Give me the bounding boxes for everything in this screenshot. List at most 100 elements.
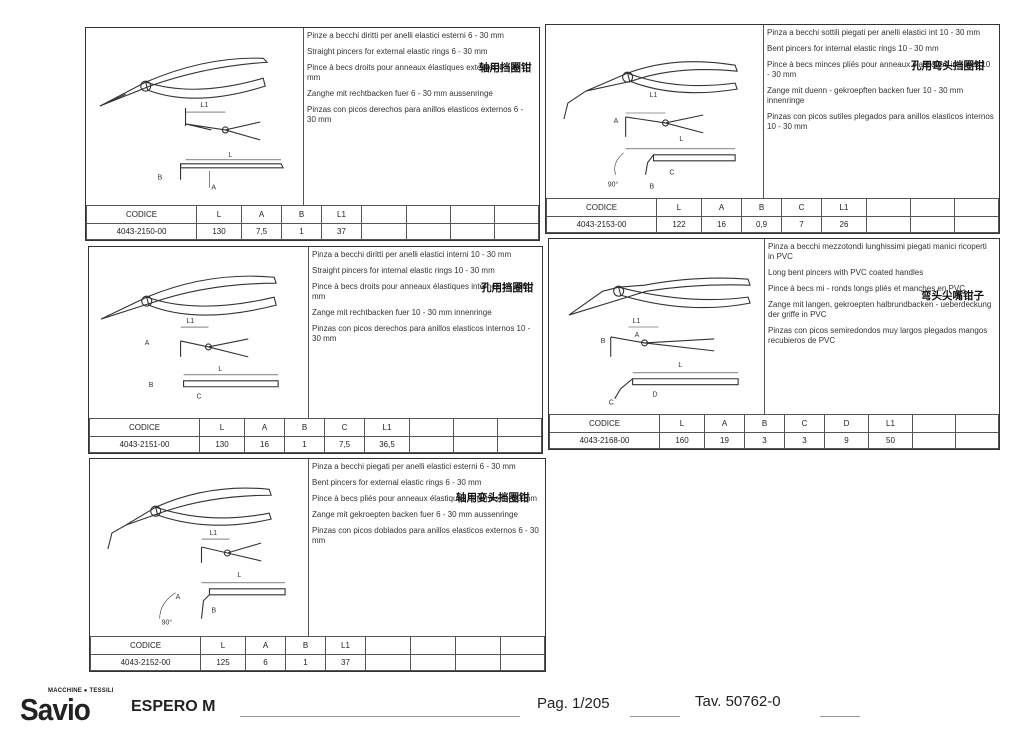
dim-angle-label: 90° (608, 181, 619, 189)
spec-header: L (200, 636, 246, 655)
spec-value: 130 (196, 223, 242, 240)
spec-header: A (244, 418, 285, 437)
dim-a-label: A (211, 185, 216, 192)
desc-fr: Pince à becs droits pour anneaux élastiq… (307, 63, 520, 82)
description-block: Pinza a becchi piegati per anelli elasti… (307, 459, 545, 552)
dim-a-label: A (635, 332, 640, 339)
model-name: ESPERO M (131, 698, 216, 715)
product-card-4043-2153: L1 L A B C 90° Pinza a becchi sottili pi… (545, 24, 1000, 234)
page-number: Pag. 1/205 (537, 695, 610, 712)
spec-value (410, 654, 456, 671)
spec-header: CODICE (546, 198, 657, 217)
spec-header: CODICE (549, 414, 660, 433)
dim-d-label: D (653, 392, 658, 399)
desc-en: Bent pincers for internal elastic rings … (767, 44, 939, 53)
pliers-drawing: L1 L B A (86, 28, 304, 206)
spec-value: 6 (245, 654, 286, 671)
spec-value (866, 216, 911, 233)
dim-c-label: C (669, 170, 674, 177)
spec-value: 19 (704, 432, 745, 449)
dim-l1-label: L1 (209, 530, 217, 537)
pliers-drawing: L1 A B L C D (549, 239, 765, 415)
desc-it: Pinze a becchi diritti per anelli elasti… (307, 31, 504, 40)
spec-header: C (781, 198, 822, 217)
spec-value: 37 (325, 654, 366, 671)
spec-header (410, 636, 456, 655)
dim-a-label: A (176, 594, 181, 601)
desc-es: Pinzas con picos sutiles plegados para a… (767, 112, 994, 131)
desc-en: Straight pincers for internal elastic ri… (312, 266, 495, 275)
spec-value: 50 (868, 432, 913, 449)
dim-b-label: B (211, 608, 216, 615)
spec-value (494, 223, 539, 240)
spec-value: 4043-2151-00 (89, 436, 200, 453)
spec-table: CODICE L A B L1 4043-2150-00 130 7,5 1 3… (86, 205, 539, 240)
spec-table: CODICE L A B L1 4043-2152-00 125 6 1 37 (90, 636, 545, 671)
table-number: Tav. 50762-0 (695, 693, 781, 710)
spec-value: 1 (284, 436, 325, 453)
bent-external-pliers-illustration: L1 L A B 90° (107, 487, 286, 627)
spec-value: 1 (285, 654, 326, 671)
spec-header (409, 418, 454, 437)
desc-en: Bent pincers for external elastic rings … (312, 478, 482, 487)
spec-header: L (199, 418, 245, 437)
desc-it: Pinza a becchi diritti per anelli elasti… (312, 250, 512, 259)
spec-value: 1 (281, 223, 322, 240)
description-block: Pinza a becchi diritti per anelli elasti… (307, 247, 542, 350)
dim-c-label: C (609, 400, 614, 407)
spec-value: 160 (659, 432, 705, 449)
description-block: Pinze a becchi diritti per anelli elasti… (302, 28, 539, 131)
spec-header (910, 198, 955, 217)
spec-header: CODICE (86, 205, 197, 224)
spec-value: 4043-2168-00 (549, 432, 660, 449)
spec-value (910, 216, 955, 233)
spec-value (450, 223, 495, 240)
spec-header-row: CODICE L A B C L1 (89, 418, 542, 437)
spec-value-row: 4043-2152-00 125 6 1 37 (90, 654, 545, 671)
spec-value (497, 436, 542, 453)
bent-internal-pliers-illustration: L1 L A B C 90° (563, 61, 738, 191)
long-bent-pvc-pliers-illustration: L1 A B L C D (568, 277, 751, 407)
spec-header-row: CODICE L A B L1 (90, 636, 545, 655)
spec-value-row: 4043-2168-00 160 19 3 3 9 50 (549, 432, 999, 449)
spec-value (500, 654, 545, 671)
spec-value: 7 (781, 216, 822, 233)
spec-header (455, 636, 501, 655)
dim-b-label: B (650, 184, 655, 191)
spec-header: L1 (325, 636, 366, 655)
desc-de: Zange mit rechtbacken fuer 10 - 30 mm in… (312, 308, 492, 317)
spec-header: L1 (821, 198, 867, 217)
desc-fr: Pince à becs minces pliés pour anneaux é… (767, 60, 991, 79)
spec-value: 36,5 (364, 436, 410, 453)
desc-zh: 孔用弯头挡圈钳 (911, 60, 985, 72)
spec-header: CODICE (90, 636, 201, 655)
spec-header-row: CODICE L A B L1 (86, 205, 539, 224)
spec-value: 4043-2150-00 (86, 223, 197, 240)
dim-l1-label: L1 (187, 318, 195, 325)
desc-fr: Pince à becs pliés pour anneaux élastiqu… (312, 494, 538, 503)
dim-b-label: B (149, 382, 154, 389)
spec-header: L1 (321, 205, 362, 224)
pliers-drawing: L1 L A B 90° (90, 459, 309, 637)
spec-value: 125 (200, 654, 246, 671)
spec-header: B (744, 414, 785, 433)
spec-header: B (284, 418, 325, 437)
dim-l1-label: L1 (633, 318, 641, 325)
product-card-4043-2151: L1 A L B C Pinza a becchi diritti per an… (88, 246, 543, 454)
straight-internal-pliers-illustration: L1 A L B C (100, 275, 279, 401)
spec-header (497, 418, 542, 437)
dim-a-label: A (145, 340, 150, 347)
spec-value (365, 654, 411, 671)
spec-header (494, 205, 539, 224)
pliers-drawing: L1 L A B C 90° (546, 25, 764, 199)
footer-rule (820, 716, 860, 717)
brand-logo: Savio (20, 692, 91, 727)
spec-header: B (285, 636, 326, 655)
spec-value: 4043-2153-00 (546, 216, 657, 233)
spec-table: CODICE L A B C L1 4043-2153-00 122 16 0,… (546, 198, 999, 233)
spec-value: 3 (744, 432, 785, 449)
dim-b-label: B (158, 175, 163, 182)
spec-header (361, 205, 407, 224)
dim-l-label: L (228, 152, 232, 159)
spec-header-row: CODICE L A B C D L1 (549, 414, 999, 433)
